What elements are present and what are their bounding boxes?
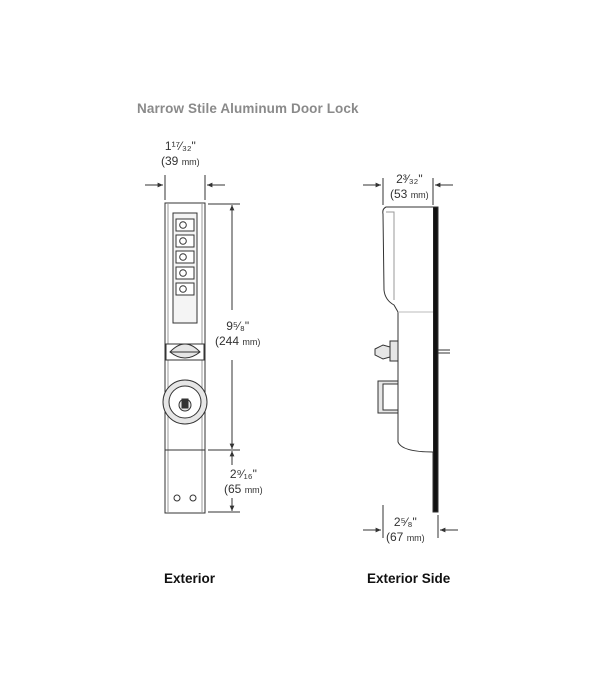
- exterior-bottom-dimension: 2⁹⁄₁₆" (65 mm): [224, 467, 263, 498]
- exterior-bottom-fraction: 2⁹⁄₁₆": [229, 467, 257, 481]
- key-cylinder: [162, 379, 208, 425]
- keypad-buttons: [175, 218, 195, 296]
- side-thumb-turn: [374, 340, 399, 362]
- door-edge: [432, 206, 439, 513]
- screw-hole-left: [173, 494, 181, 502]
- screw-hole-right: [189, 494, 197, 502]
- exterior-width-metric: (39 mm): [161, 154, 200, 168]
- side-housing: [382, 206, 434, 453]
- side-depth-fraction: 2³⁄₃₂": [396, 172, 423, 186]
- exterior-side-view: [363, 178, 458, 538]
- side-bottom-dimension: 2⁵⁄₈" (67 mm): [386, 515, 425, 546]
- side-bottom-metric: (67 mm): [386, 530, 425, 544]
- side-cylinder: [377, 380, 399, 414]
- side-depth-dimension: 2³⁄₃₂" (53 mm): [390, 172, 429, 203]
- exterior-bottom-metric: (65 mm): [224, 482, 263, 496]
- diagram-title: Narrow Stile Aluminum Door Lock: [137, 101, 359, 116]
- exterior-side-caption: Exterior Side: [367, 571, 451, 586]
- exterior-view: [145, 175, 240, 514]
- exterior-height-fraction: 9⁵⁄₈": [226, 319, 250, 333]
- exterior-width-fraction: 1¹⁷⁄₃₂": [164, 139, 196, 153]
- exterior-width-dimension: 1¹⁷⁄₃₂" (39 mm): [161, 139, 200, 170]
- side-bottom-fraction: 2⁵⁄₈": [393, 515, 417, 529]
- thumb-turn: [165, 343, 205, 361]
- exterior-caption: Exterior: [164, 571, 216, 586]
- exterior-height-dimension: 9⁵⁄₈" (244 mm): [215, 319, 261, 350]
- exterior-height-metric: (244 mm): [215, 334, 261, 348]
- side-depth-metric: (53 mm): [390, 187, 429, 201]
